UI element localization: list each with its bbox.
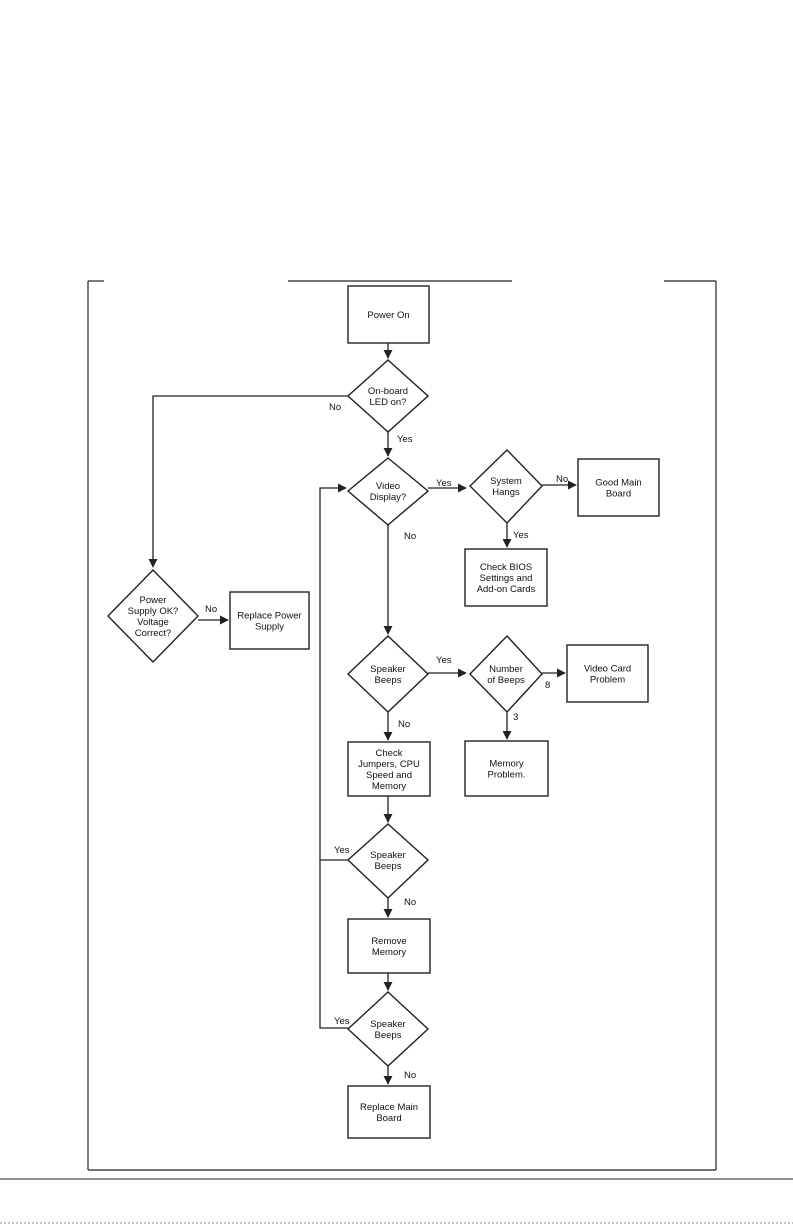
edge-label-beeps3-yes: Yes	[334, 1016, 350, 1027]
node-label-line: Check BIOS	[480, 562, 532, 573]
node-label-line: Speed and	[366, 770, 412, 781]
node-label-line: Speaker	[370, 850, 405, 861]
page-footer-rule	[0, 1178, 793, 1224]
edge-label-video-no: No	[404, 531, 416, 542]
edge-beeps2-yes	[319, 483, 348, 861]
edge-led-no	[148, 395, 348, 568]
node-label-line: Speaker	[370, 1019, 405, 1030]
node-power-on-label: Power On	[367, 310, 409, 321]
diagram-frame	[87, 280, 717, 1171]
node-label-line: Supply	[255, 622, 284, 633]
node-label-line: Problem	[590, 675, 625, 686]
node-power-on: Power On	[347, 285, 430, 344]
edge-beeps3-yes	[319, 860, 348, 1029]
node-label-line: Remove	[371, 936, 406, 947]
node-label-line: Add-on Cards	[477, 584, 536, 595]
node-label-line: Number	[489, 664, 523, 675]
node-label-line: Board	[376, 1113, 401, 1124]
edge-label-beeps2-yes: Yes	[334, 845, 350, 856]
node-label-line: Video Card	[584, 664, 631, 675]
edge-label-video-yes: Yes	[436, 478, 452, 489]
node-label-line: Check	[376, 748, 403, 759]
edge-label-psu-no: No	[205, 604, 217, 615]
node-label-line: Display?	[370, 492, 406, 503]
edge-label-led-no: No	[329, 402, 341, 413]
node-label-line: Replace Power	[237, 611, 301, 622]
edge-label-beeps2-no: No	[404, 897, 416, 908]
edge-label-beeps-count-8: 8	[545, 680, 550, 691]
node-label-line: Video	[376, 481, 400, 492]
connectors	[148, 343, 577, 1085]
edge-label-beeps3-no: No	[404, 1070, 416, 1081]
node-label-line: Beeps	[375, 1030, 402, 1041]
node-label-line: Hangs	[492, 487, 520, 498]
node-label-line: Voltage	[137, 617, 169, 628]
node-label-line: Memory	[372, 947, 407, 958]
node-label-line: System	[490, 476, 522, 487]
edge-label-led-yes: Yes	[397, 434, 413, 445]
node-label-line: Beeps	[375, 861, 402, 872]
node-label-line: Supply OK?	[128, 606, 179, 617]
node-label-line: On-board	[368, 386, 408, 397]
node-label-line: LED on?	[370, 397, 407, 408]
node-label-line: Memory	[489, 759, 524, 770]
edge-labels: No Yes Yes No No Yes No Yes 8 3 No Yes N…	[205, 402, 568, 1081]
node-label-line: Power On	[367, 310, 409, 321]
node-label-line: Good Main	[595, 478, 641, 489]
node-label-line: Beeps	[375, 675, 402, 686]
node-label-line: of Beeps	[487, 675, 525, 686]
node-label-line: Settings and	[480, 573, 533, 584]
edge-label-hangs-no: No	[556, 474, 568, 485]
edge-label-beeps1-yes: Yes	[436, 655, 452, 666]
edge-label-beeps1-no: No	[398, 719, 410, 730]
node-label-line: Problem.	[487, 770, 525, 781]
node-label-line: Replace Main	[360, 1102, 418, 1113]
node-label-line: Speaker	[370, 664, 405, 675]
node-label-line: Correct?	[135, 628, 171, 639]
node-label-line: Board	[606, 489, 631, 500]
edge-label-beeps-count-3: 3	[513, 712, 518, 723]
node-label-line: Power	[140, 595, 167, 606]
edge-label-hangs-yes: Yes	[513, 530, 529, 541]
node-label-line: Memory	[372, 781, 407, 792]
node-label-line: Jumpers, CPU	[358, 759, 420, 770]
